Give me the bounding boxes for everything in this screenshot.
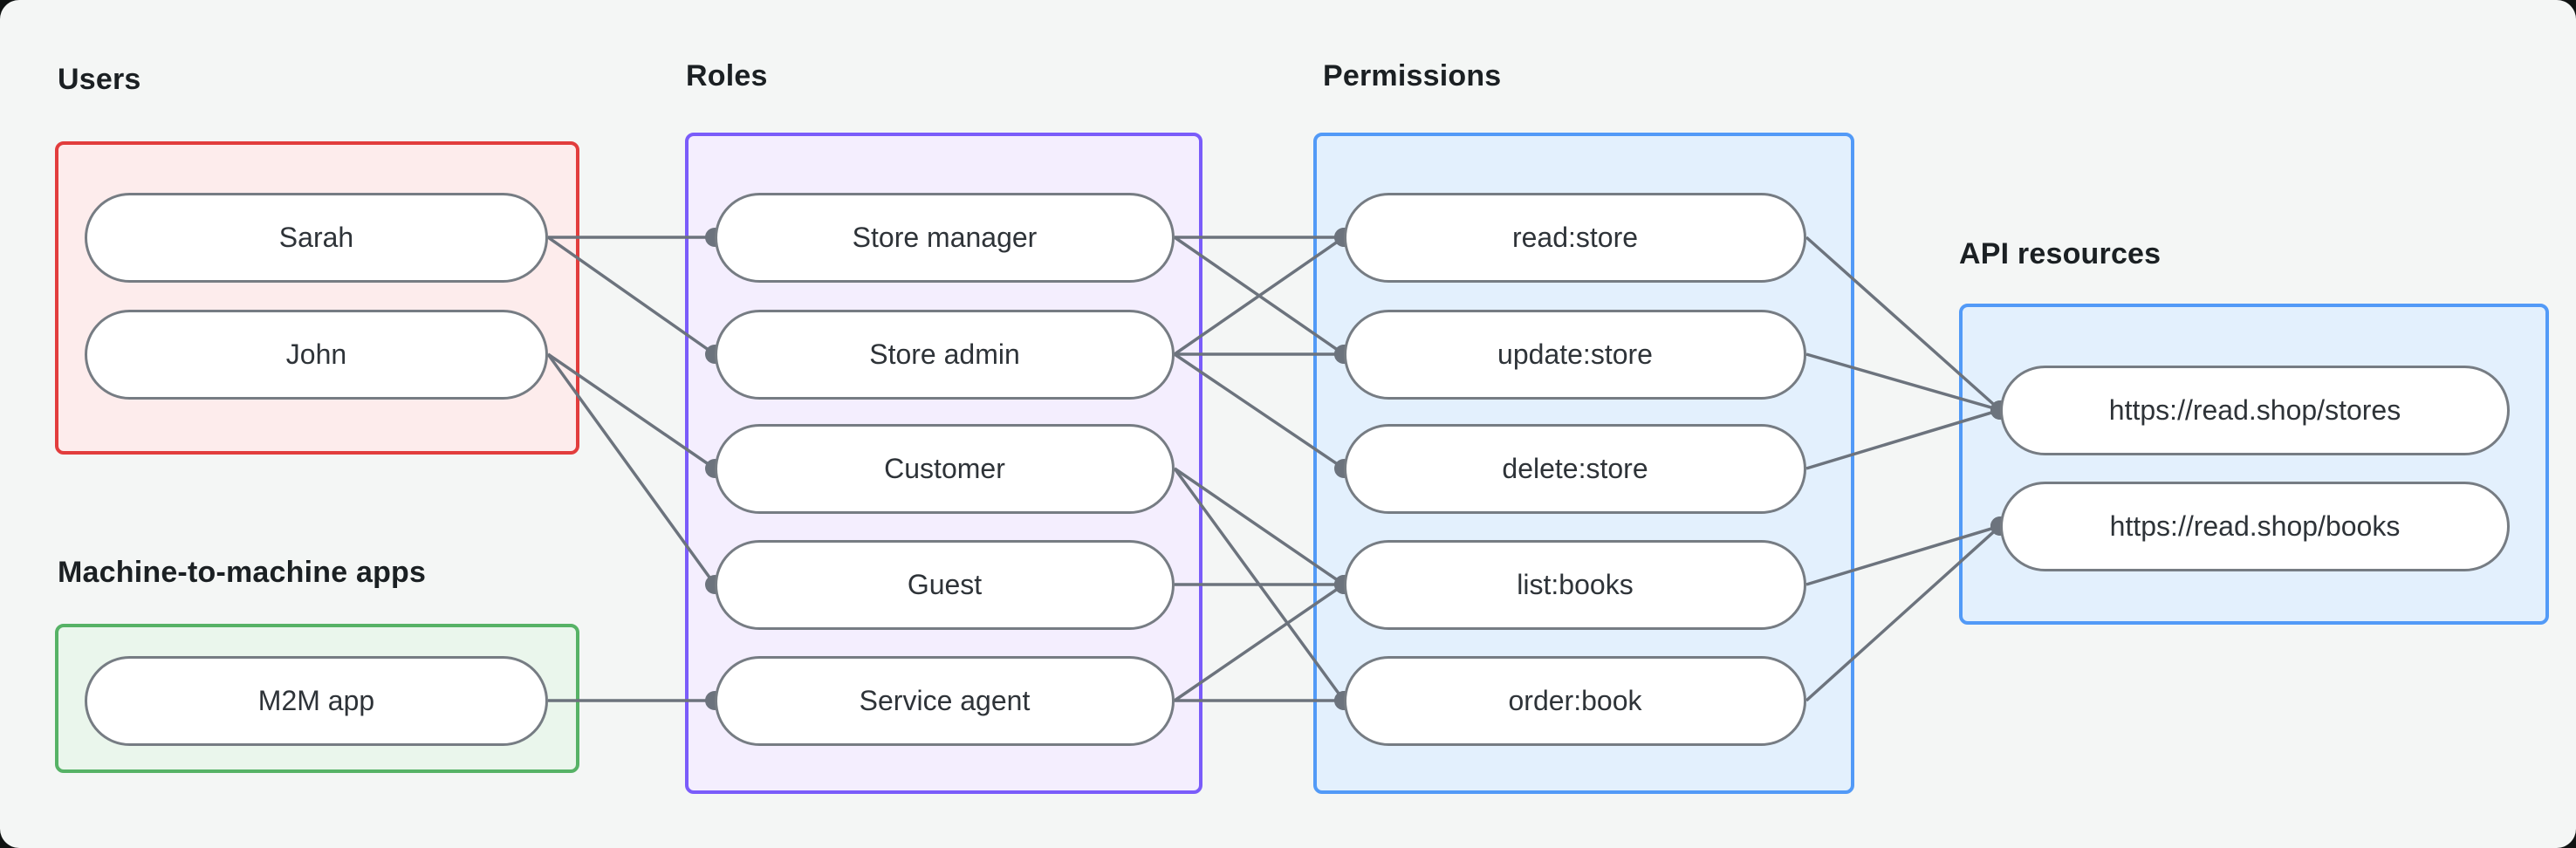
edge-delete-store-to-stores-api [1805, 408, 2001, 470]
edge-john-to-guest [546, 352, 716, 586]
node-label-store-admin: Store admin [869, 338, 1020, 370]
node-label-store-manager: Store manager [852, 221, 1038, 253]
edge-customer-to-list-books [1174, 467, 1345, 586]
node-sarah: Sarah [85, 192, 548, 283]
node-order-book: order:book [1344, 655, 1806, 746]
node-delete-store: delete:store [1344, 423, 1806, 514]
node-m2m-app: M2M app [85, 655, 548, 746]
node-list-books: list:books [1344, 539, 1806, 630]
edge-john-to-customer [547, 352, 716, 470]
users-group-title: Users [58, 63, 141, 96]
node-label-order-book: order:book [1508, 684, 1642, 716]
node-label-read-store: read:store [1511, 221, 1639, 253]
node-books-api: https://read.shop/books [2000, 481, 2510, 571]
node-stores-api: https://read.shop/stores [2000, 365, 2510, 455]
node-label-stores-api: https://read.shop/stores [2108, 393, 2401, 426]
edge-service-agent-to-list-books [1174, 583, 1345, 702]
node-store-admin: Store admin [715, 309, 1175, 400]
node-service-agent: Service agent [715, 655, 1175, 746]
edge-update-store-to-stores-api [1805, 352, 2001, 412]
node-store-manager: Store manager [715, 192, 1175, 283]
roles-group-title: Roles [686, 59, 768, 92]
api-group-title: API resources [1959, 237, 2162, 270]
m2m-group-title: Machine-to-machine apps [58, 556, 427, 589]
edge-list-books-to-books-api [1805, 524, 2001, 586]
node-label-delete-store: delete:store [1502, 452, 1648, 484]
node-customer: Customer [715, 423, 1175, 514]
node-update-store: update:store [1344, 309, 1806, 400]
node-label-sarah: Sarah [278, 221, 354, 253]
node-label-john: John [285, 338, 347, 370]
node-read-store: read:store [1344, 192, 1806, 283]
node-label-guest: Guest [907, 568, 983, 600]
node-guest: Guest [715, 539, 1175, 630]
permissions-group-title: Permissions [1323, 59, 1502, 92]
api-group-box [1959, 304, 2549, 625]
edge-order-book-to-books-api [1805, 524, 2002, 702]
node-john: John [85, 309, 548, 400]
node-label-list-books: list:books [1517, 568, 1634, 600]
edge-store-admin-to-delete-store [1174, 352, 1345, 470]
node-label-m2m-app: M2M app [257, 684, 375, 716]
edge-sarah-to-store-admin [546, 236, 716, 356]
edge-read-store-to-stores-api [1805, 236, 2002, 412]
edge-store-admin-to-read-store [1174, 236, 1345, 356]
node-label-service-agent: Service agent [859, 684, 1031, 716]
node-label-update-store: update:store [1497, 338, 1653, 370]
node-label-books-api: https://read.shop/books [2109, 509, 2401, 542]
node-label-customer: Customer [884, 452, 1005, 484]
